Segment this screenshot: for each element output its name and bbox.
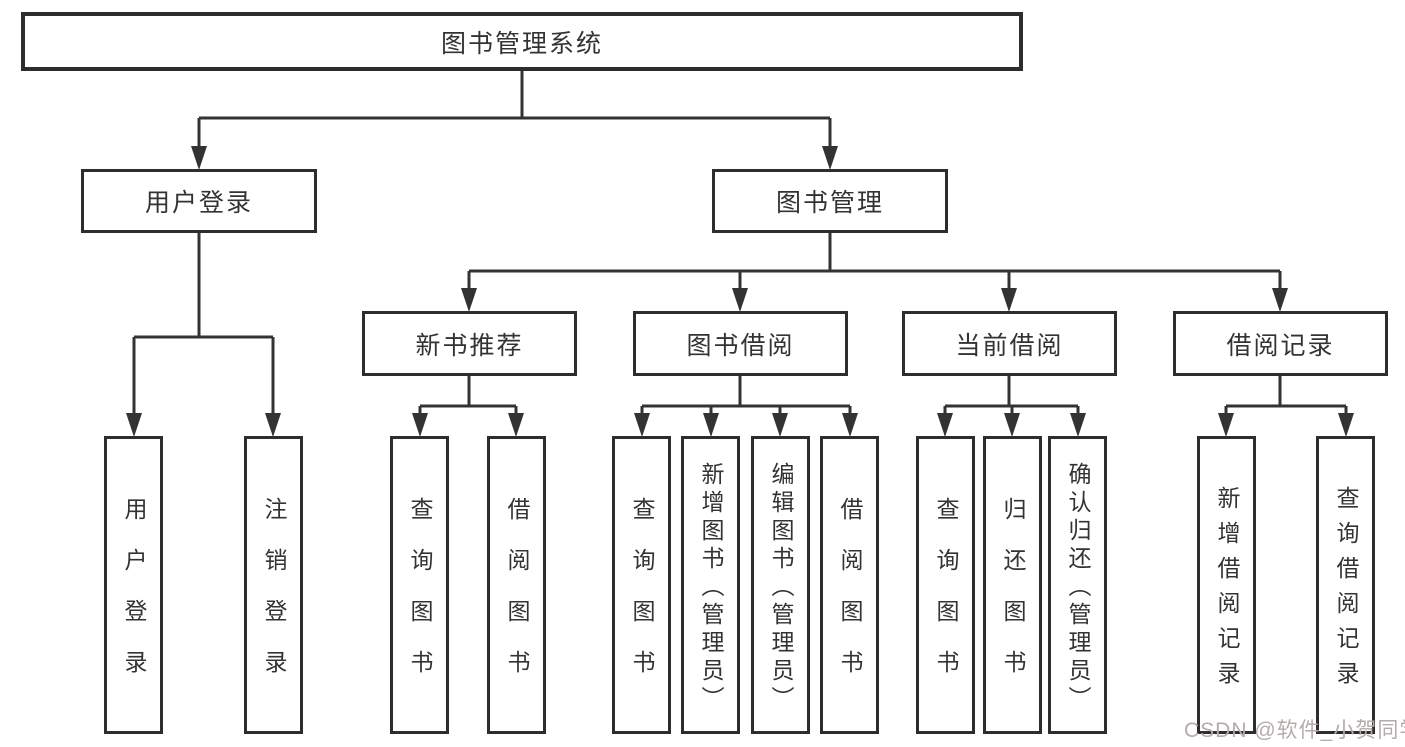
leaf-confirm-return-admin-label: 确认归还（管理员） [1065,461,1091,714]
leaf-query-books-borrow: 查询图书 [612,436,671,734]
leaf-add-books-admin: 新增图书（管理员） [681,436,740,734]
node-borrow-records: 借阅记录 [1173,311,1388,376]
leaf-borrow-books-newbook-label: 借阅图书 [504,497,530,701]
connector-root-branch [197,71,832,148]
node-borrow-records-label: 借阅记录 [1226,331,1335,360]
arrowheads-borrow-record [1218,413,1354,437]
arrowheads-book-management [461,288,1288,312]
connector-book-borrow [640,376,852,415]
leaf-logout-login-label: 注销登录 [261,497,287,701]
leaf-query-borrow-record-label: 查询借阅记录 [1333,486,1359,696]
leaf-edit-books-admin: 编辑图书（管理员） [751,436,810,734]
csdn-watermark: CSDN @软件_小贺同学 [1184,719,1405,742]
node-user-login: 用户登录 [81,169,317,233]
node-book-borrow-label: 图书借阅 [686,331,795,360]
leaf-query-books-current: 查询图书 [916,436,975,734]
leaf-logout-login: 注销登录 [244,436,303,734]
arrowheads-new-book [412,413,524,437]
leaf-query-books-newbook-label: 查询图书 [407,497,433,701]
arrowheads-user-login [126,413,281,437]
connector-current-borrow [943,376,1080,415]
connector-new-book [418,376,518,415]
leaf-edit-books-admin-label: 编辑图书（管理员） [768,461,794,714]
leaf-add-books-admin-label: 新增图书（管理员） [698,461,724,714]
leaf-query-borrow-record: 查询借阅记录 [1316,436,1375,734]
node-root-system: 图书管理系统 [21,12,1023,71]
leaf-borrow-books-newbook: 借阅图书 [487,436,546,734]
leaf-add-borrow-record-label: 新增借阅记录 [1214,486,1240,696]
leaf-return-books: 归还图书 [983,436,1042,734]
connector-book-management [467,233,1282,290]
leaf-user-login: 用户登录 [104,436,163,734]
node-current-borrow: 当前借阅 [902,311,1117,376]
node-book-borrow: 图书借阅 [633,311,848,376]
connector-borrow-record [1224,376,1348,415]
leaf-query-books-newbook: 查询图书 [390,436,449,734]
node-book-management-label: 图书管理 [775,189,884,217]
connector-user-login [132,233,275,415]
leaf-return-books-label: 归还图书 [1000,497,1026,701]
leaf-user-login-label: 用户登录 [121,497,147,701]
arrowheads-current-borrow [937,413,1086,437]
arrowheads-book-borrow [634,413,858,437]
leaf-borrow-books-label: 借阅图书 [837,497,863,701]
leaf-query-books-current-label: 查询图书 [933,497,959,701]
node-user-login-label: 用户登录 [144,189,253,217]
node-book-management: 图书管理 [712,169,948,233]
arrowheads-root-branch [191,146,838,170]
leaf-add-borrow-record: 新增借阅记录 [1197,436,1256,734]
node-new-book-recommend: 新书推荐 [362,311,577,376]
node-current-borrow-label: 当前借阅 [955,331,1064,360]
node-root-label: 图书管理系统 [440,29,603,58]
leaf-borrow-books: 借阅图书 [820,436,879,734]
leaf-confirm-return-admin: 确认归还（管理员） [1048,436,1107,734]
node-new-book-recommend-label: 新书推荐 [415,331,524,360]
leaf-query-books-borrow-label: 查询图书 [629,497,655,701]
